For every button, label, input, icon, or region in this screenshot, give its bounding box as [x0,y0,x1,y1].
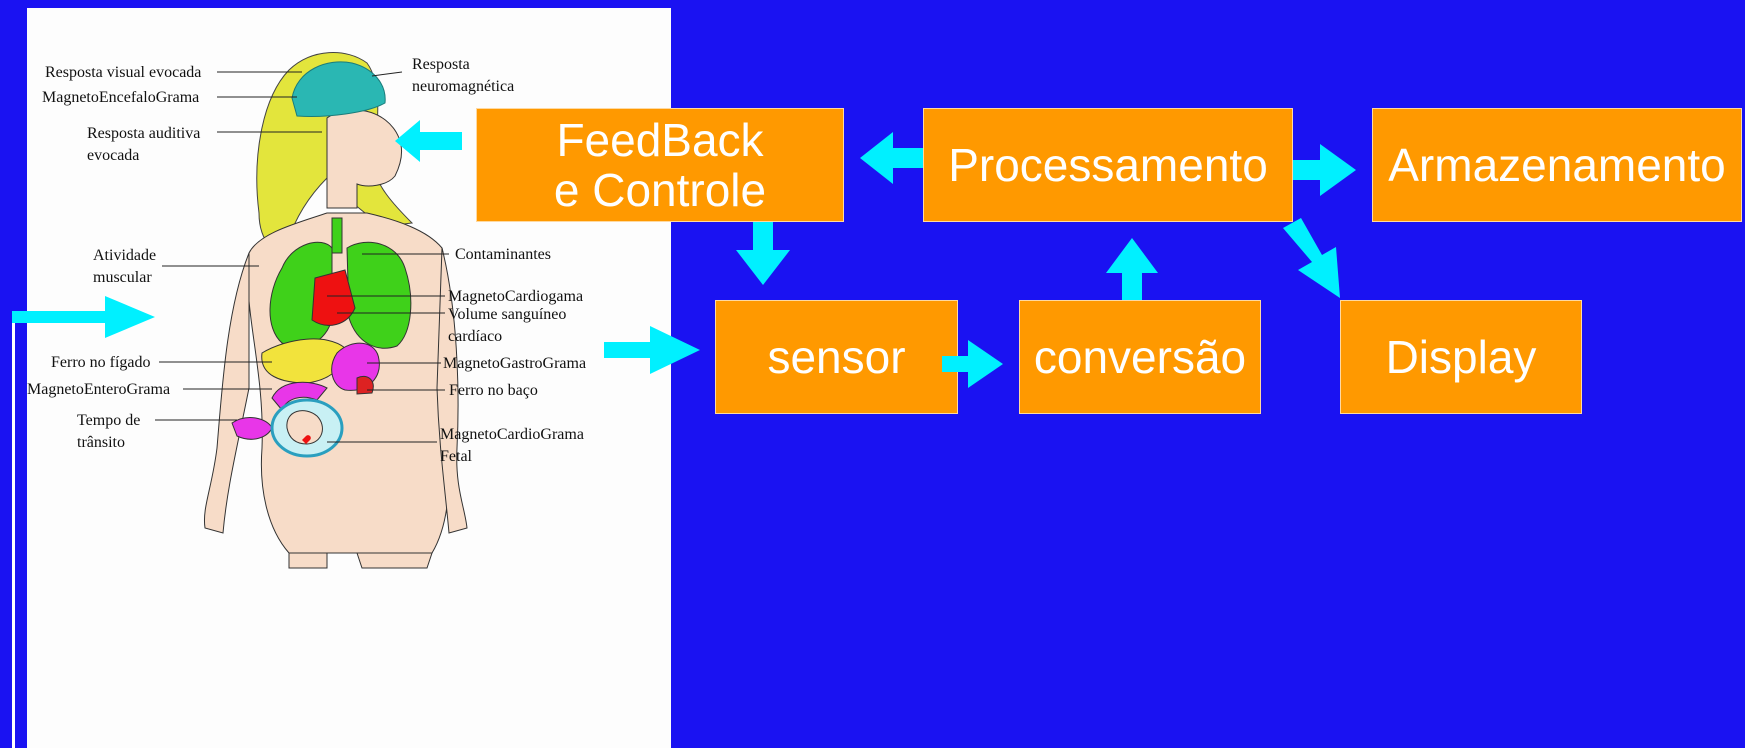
label-magneto-gastro: MagnetoGastroGrama [443,355,587,372]
label-contaminantes: Contaminantes [455,246,551,263]
block-feedback-line1: FeedBack [556,114,764,166]
trachea-shape [331,217,343,254]
label-resposta-neuro-2: neuromagnética [412,78,515,95]
label-resposta-visual: Resposta visual evocada [45,64,202,81]
label-resposta-auditiva-2: evocada [87,147,140,164]
spleen-shape [356,375,374,395]
block-armazenamento: Armazenamento [1372,108,1742,222]
label-atividade-2: muscular [93,269,152,286]
fetus-shape [286,410,323,445]
label-atividade-1: Atividade [93,247,157,264]
brain-shape [291,61,386,117]
label-magneto-cardio-fetal-1: MagnetoCardioGrama [440,426,584,443]
right-arm-shape [436,247,468,534]
block-display: Display [1340,300,1582,414]
label-resposta-neuro-1: Resposta [412,56,470,73]
block-feedback-controle: FeedBack e Controle [476,108,844,222]
label-magneto-entero: MagnetoEnteroGrama [27,381,171,398]
legs-shape [288,552,433,569]
label-tempo-1: Tempo de [77,412,141,429]
lungs-shape-right [346,241,412,349]
block-conversao: conversão [1019,300,1261,414]
block-processamento: Processamento [923,108,1293,222]
arrow-processamento-to-feedback [860,132,923,184]
left-arm-shape [203,252,250,534]
label-magneto-encefalo: MagnetoEncefaloGrama [42,89,200,106]
arrow-conversao-to-processamento [1106,238,1158,300]
intestine-shape [271,381,328,411]
label-tempo-2: trânsito [77,434,125,451]
label-volume-1: Volume sanguíneo [448,306,567,323]
arrow-feedback-to-sensor [736,222,790,285]
left-edge-line [12,314,15,748]
arrow-processamento-to-armazenamento [1293,144,1356,196]
label-resposta-auditiva-1: Resposta auditiva [87,125,201,142]
arrow-processamento-to-display [1283,218,1340,298]
label-magneto-cardiogama: MagnetoCardiogama [448,288,584,305]
block-sensor: sensor [715,300,958,414]
leader-lines [155,71,449,443]
label-ferro-baco: Ferro no baço [449,382,538,399]
block-feedback-line2: e Controle [553,164,767,216]
label-magneto-cardio-fetal-2: Fetal [440,448,472,465]
fetal-heart-icon [302,435,311,444]
human-body-drawing [155,52,468,569]
label-ferro-figado: Ferro no fígado [51,354,151,371]
heart-shape [311,269,356,326]
label-volume-2: cardíaco [448,328,503,345]
